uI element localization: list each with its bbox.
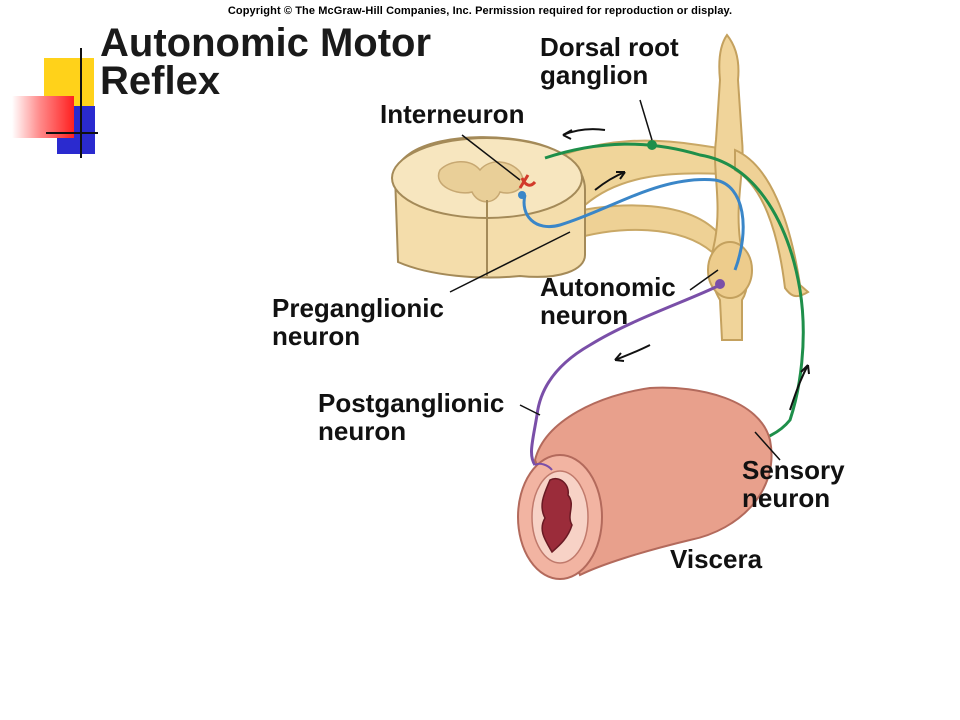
postganglionic-neuron [530,283,721,466]
label-preganglionic-line1: Preganglionic [272,293,444,323]
label-autonomic-neuron: Autonomic neuron [540,273,676,329]
label-dorsal-root-ganglion-line2: ganglion [540,60,649,90]
decorative-vertical-line [80,48,82,158]
preganglionic-cell-body [518,191,526,199]
label-preganglionic-line2: neuron [272,321,361,351]
sensory-ganglion-cell [647,140,657,150]
label-dorsal-root-ganglion: Dorsal root ganglion [540,33,679,89]
spinal-cord-section [391,136,586,279]
autonomic-ganglion [707,241,753,299]
preganglionic-neuron [522,178,745,271]
label-autonomic-line2: neuron [540,300,629,330]
label-sensory-line1: Sensory [742,455,845,485]
decorative-horizontal-line [46,132,98,134]
direction-arrows [562,128,810,411]
dorsal-root-ganglion [734,148,810,298]
copyright-notice: Copyright © The McGraw-Hill Companies, I… [227,5,733,17]
label-sensory-line2: neuron [742,483,831,513]
label-postganglionic-line2: neuron [318,416,407,446]
interneuron [518,174,537,189]
label-dorsal-root-ganglion-line1: Dorsal root [540,32,679,62]
slide-title-line2: Reflex [100,59,221,103]
slide-title-line1: Autonomic Motor [100,21,432,65]
label-sensory-neuron: Sensory neuron [742,456,845,512]
label-preganglionic-neuron: Preganglionic neuron [272,294,444,350]
label-postganglionic-line1: Postganglionic [318,388,505,418]
postganglionic-cell-body [715,279,725,289]
label-autonomic-line1: Autonomic [540,272,676,302]
slide-title: Autonomic Motor Reflex [100,21,432,103]
label-interneuron: Interneuron [380,99,525,129]
label-postganglionic-neuron: Postganglionic neuron [318,389,504,445]
decorative-red-square [12,96,74,138]
label-viscera: Viscera [670,544,763,574]
viscera-organ [517,386,773,580]
